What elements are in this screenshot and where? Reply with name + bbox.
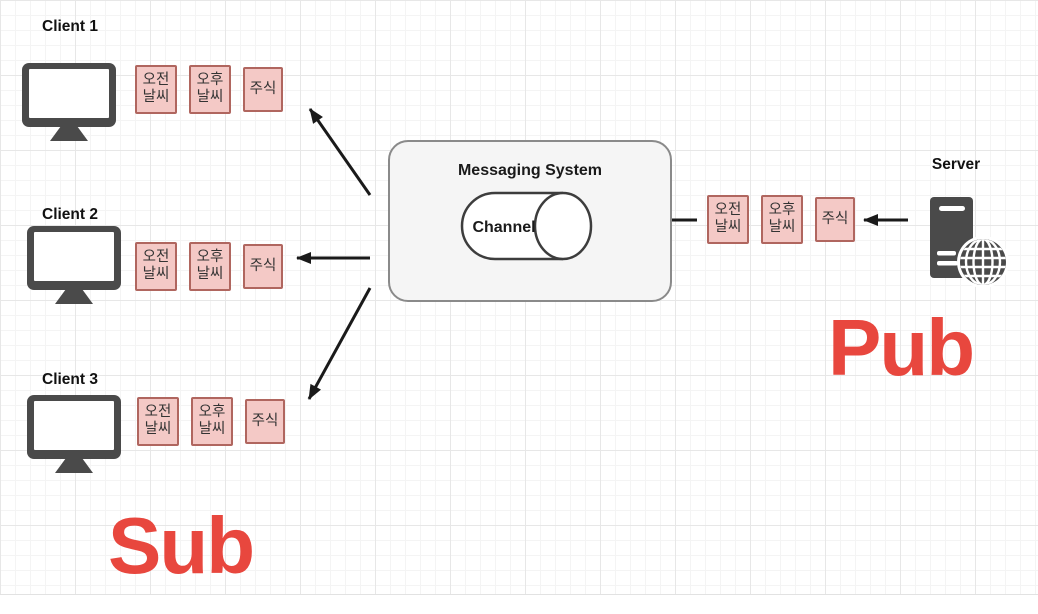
server-icon: [930, 197, 1009, 288]
topic-box-afternoon-weather: 오후 날씨: [189, 64, 231, 114]
topic-box-morning-weather: 오전 날씨: [135, 64, 177, 114]
arrow-channel-to-client1: [308, 108, 372, 196]
topic-box-stock: 주식: [815, 196, 855, 242]
topic-box-stock: 주식: [243, 66, 283, 112]
topic-box-morning-weather: 오전 날씨: [707, 194, 749, 244]
monitor-stand: [55, 289, 93, 304]
topic-box-stock: 주식: [245, 398, 285, 444]
client-2-monitor-icon: [27, 226, 121, 304]
publisher-topics: 오전 날씨 오후 날씨 주식: [707, 194, 855, 244]
topic-box-stock: 주식: [243, 243, 283, 289]
channel-cylinder-icon: [460, 191, 593, 261]
monitor-screen: [22, 63, 116, 127]
monitor-stand: [55, 458, 93, 473]
topic-box-morning-weather: 오전 날씨: [135, 241, 177, 291]
client-1-monitor-icon: [22, 63, 116, 141]
topic-box-afternoon-weather: 오후 날씨: [761, 194, 803, 244]
topic-box-afternoon-weather: 오후 날씨: [189, 241, 231, 291]
client-3-monitor-icon: [27, 395, 121, 473]
arrow-channel-to-client3: [307, 287, 372, 400]
monitor-stand: [50, 126, 88, 141]
topic-box-afternoon-weather: 오후 날씨: [191, 396, 233, 446]
topic-box-morning-weather: 오전 날씨: [137, 396, 179, 446]
client-2-label: Client 2: [42, 206, 98, 223]
monitor-screen: [27, 226, 121, 290]
pub-role-label: Pub: [828, 303, 975, 392]
client-1-label: Client 1: [42, 18, 98, 35]
messaging-system-title: Messaging System: [457, 162, 603, 179]
client-2-topics: 오전 날씨 오후 날씨 주식: [135, 241, 283, 291]
server-label: Server: [931, 156, 981, 173]
client-1-topics: 오전 날씨 오후 날씨 주식: [135, 64, 283, 114]
client-3-label: Client 3: [42, 371, 98, 388]
client-3-topics: 오전 날씨 오후 날씨 주식: [137, 396, 285, 446]
channel-label: Channel: [472, 219, 536, 236]
globe-icon: [957, 236, 1009, 288]
sub-role-label: Sub: [108, 501, 255, 590]
monitor-screen: [27, 395, 121, 459]
